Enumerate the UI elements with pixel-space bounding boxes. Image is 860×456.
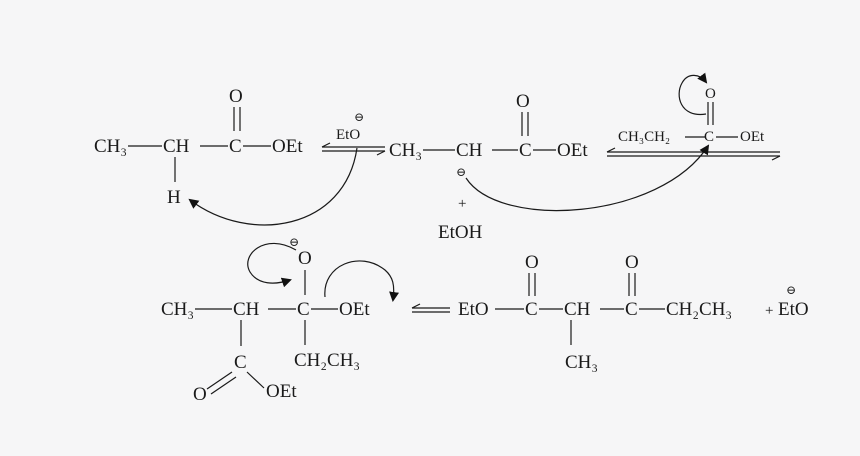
ch3-label: CH₃	[161, 299, 194, 320]
ch3-label: CH₃	[565, 352, 598, 373]
carbonyl-o-label: O	[516, 91, 530, 112]
ch3-label: CH₃	[389, 140, 422, 161]
oet-label: OEt	[740, 129, 765, 145]
ch3-label: CH₃	[94, 136, 127, 157]
eto-label: EtO	[458, 299, 489, 320]
ch-label: CH	[564, 299, 591, 320]
o1-label: O	[525, 252, 539, 273]
ethoxide-base: EtO ⊖	[336, 110, 364, 143]
eto-label: EtO	[336, 127, 360, 143]
ch2ch3-label: CH₂CH₃	[294, 350, 360, 371]
negative-charge: ⊖	[289, 235, 299, 249]
ester-oet-label: OEt	[266, 381, 297, 402]
ch-label: CH	[233, 299, 260, 320]
oet-label: OEt	[272, 136, 303, 157]
negative-charge: ⊖	[354, 110, 364, 124]
negative-charge: ⊖	[456, 165, 466, 179]
plus-sign: +	[458, 196, 466, 212]
curved-arrow-leaving-group	[324, 260, 400, 302]
ch-label: CH	[456, 140, 483, 161]
central-c-label: C	[297, 299, 310, 320]
curved-arrow-pi-bond	[678, 72, 708, 115]
enolate: CH₃ CH C OEt O ⊖	[389, 91, 588, 179]
negative-charge: ⊖	[786, 283, 796, 297]
second-ester: CH₃CH₂ C OEt O	[618, 72, 765, 145]
oet-label: OEt	[339, 299, 370, 320]
ch3ch2-label: CH₃CH₂	[618, 129, 670, 145]
carbonyl-c-label: C	[519, 140, 532, 161]
tetrahedral-intermediate: CH₃ CH C OEt O ⊖ CH₂CH₃ C O OEt	[161, 235, 400, 405]
carbonyl-o-label: O	[705, 86, 716, 102]
o2-label: O	[625, 252, 639, 273]
curved-arrow-nucleophilic-attack	[465, 144, 710, 212]
equilibrium-arrow	[606, 147, 781, 161]
c2-label: C	[625, 299, 638, 320]
ch2ch3-label: CH₂CH₃	[666, 299, 732, 320]
plus-sign: +	[765, 303, 773, 319]
alkoxide-o-label: O	[298, 248, 312, 269]
carbonyl-c-label: C	[229, 136, 242, 157]
ester-c-label: C	[234, 352, 247, 373]
eto-leaving-label: EtO	[778, 299, 809, 320]
oet-label: OEt	[557, 140, 588, 161]
equilibrium-arrow	[411, 303, 450, 313]
ester-o-label: O	[193, 384, 207, 405]
equilibrium-arrow	[321, 142, 386, 156]
alpha-h-label: H	[167, 187, 181, 208]
ch-label: CH	[163, 136, 190, 157]
etoh-label: EtOH	[438, 222, 483, 243]
beta-keto-ester-product: EtO C CH C CH₂CH₃ O O CH₃	[458, 252, 732, 373]
curved-arrow-reform-carbonyl	[247, 243, 297, 288]
c1-label: C	[525, 299, 538, 320]
carbonyl-o-label: O	[229, 86, 243, 107]
reactant-ester: CH₃ CH C OEt O H	[94, 86, 303, 208]
curved-arrow-deprotonation	[188, 147, 358, 226]
carbonyl-c-label: C	[704, 129, 714, 145]
